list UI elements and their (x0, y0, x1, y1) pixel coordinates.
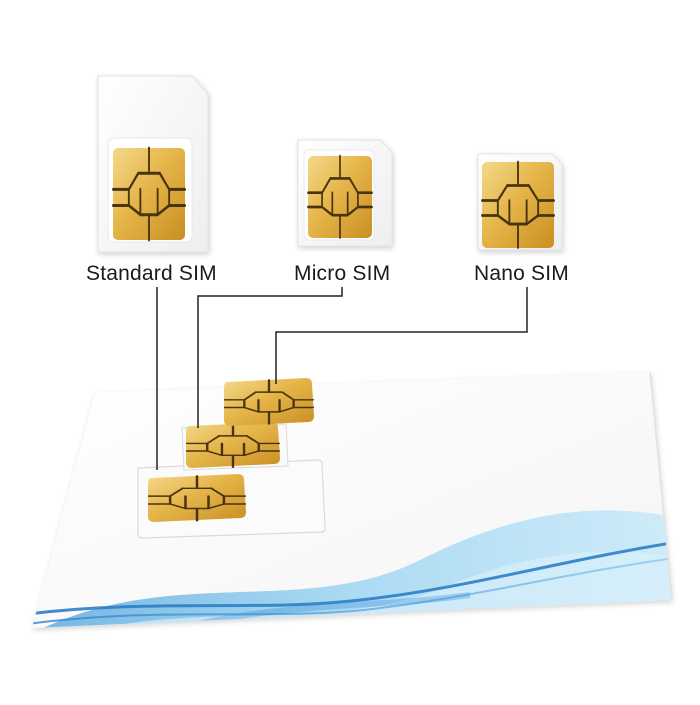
standard-sim (97, 75, 209, 253)
label-standard-sim: Standard SIM (86, 262, 217, 285)
micro-sim-chip (308, 156, 372, 238)
nano-sim-chip (482, 162, 554, 248)
standard-sim-chip (113, 148, 185, 240)
nano-sim (477, 153, 563, 251)
carrier-card (32, 371, 673, 628)
card-chip-micro (185, 422, 281, 469)
connector-lines (156, 287, 528, 470)
label-nano-sim: Nano SIM (474, 262, 569, 285)
micro-sim (297, 139, 393, 247)
label-micro-sim: Micro SIM (294, 262, 391, 285)
card-chip-nano (223, 378, 315, 426)
connector-nano (275, 287, 528, 384)
card-chip-standard (147, 474, 247, 523)
connector-micro (197, 287, 343, 428)
